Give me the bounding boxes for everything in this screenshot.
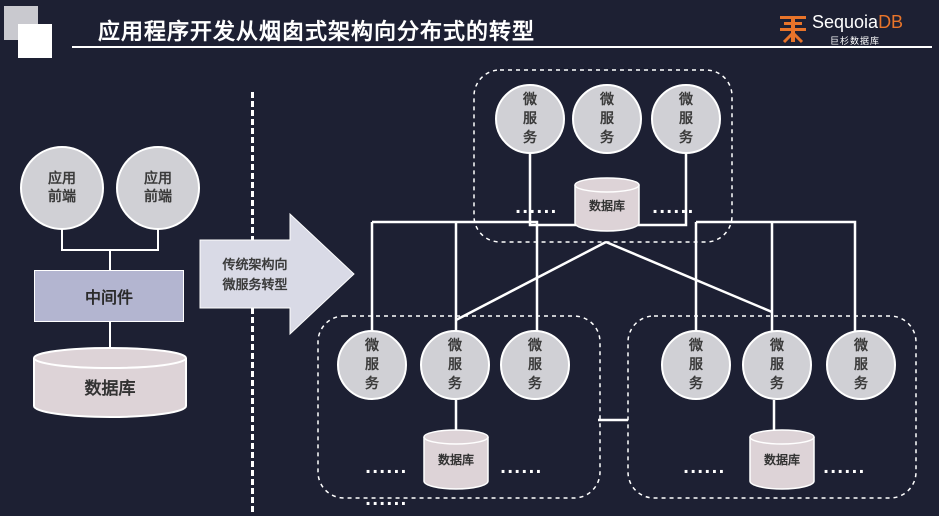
page-title: 应用程序开发从烟囱式架构向分布式的转型 <box>98 20 536 45</box>
more-dots: ...... <box>500 458 543 477</box>
middleware-box: 中间件 <box>34 270 184 322</box>
microservice-node: 微 服 务 <box>742 330 812 400</box>
database-cylinder <box>33 347 187 418</box>
app-frontend-node: 应用 前端 <box>20 146 104 230</box>
microservice-node: 微 服 务 <box>495 84 565 154</box>
database-label: 数据库 <box>84 378 136 399</box>
more-dots: ...... <box>823 458 866 477</box>
brand-name: SequoiaDB <box>812 12 904 32</box>
database-label: 数据库 <box>763 452 800 467</box>
microservice-node: 微 服 务 <box>826 330 896 400</box>
microservice-node: 微 服 务 <box>500 330 570 400</box>
microservice-node: 微 服 务 <box>661 330 731 400</box>
more-dots: ...... <box>683 458 726 477</box>
microservice-node: 微 服 务 <box>572 84 642 154</box>
title-underline <box>72 46 932 48</box>
database-cylinder <box>423 429 489 490</box>
microservice-node: 微 服 务 <box>651 84 721 154</box>
database-label: 数据库 <box>588 198 625 213</box>
database-cylinder <box>749 429 815 490</box>
sequoia-tree-icon <box>780 16 806 44</box>
more-dots: ...... <box>365 458 408 477</box>
microservice-node: 微 服 务 <box>420 330 490 400</box>
microservice-node: 微 服 务 <box>337 330 407 400</box>
brand-subtitle: 巨杉数据库 <box>830 37 881 47</box>
transition-arrow-label: 传统架构向 微服务转型 <box>222 258 288 293</box>
transition-arrow <box>199 212 355 336</box>
database-label: 数据库 <box>437 452 474 467</box>
database-cylinder <box>574 177 640 232</box>
more-dots: ...... <box>515 198 558 217</box>
more-dots: ...... <box>365 490 408 509</box>
brand-logo: SequoiaDB 巨杉数据库 <box>778 10 928 47</box>
more-dots: ...... <box>652 198 695 217</box>
app-frontend-node: 应用 前端 <box>116 146 200 230</box>
logo-square-front <box>18 24 52 58</box>
